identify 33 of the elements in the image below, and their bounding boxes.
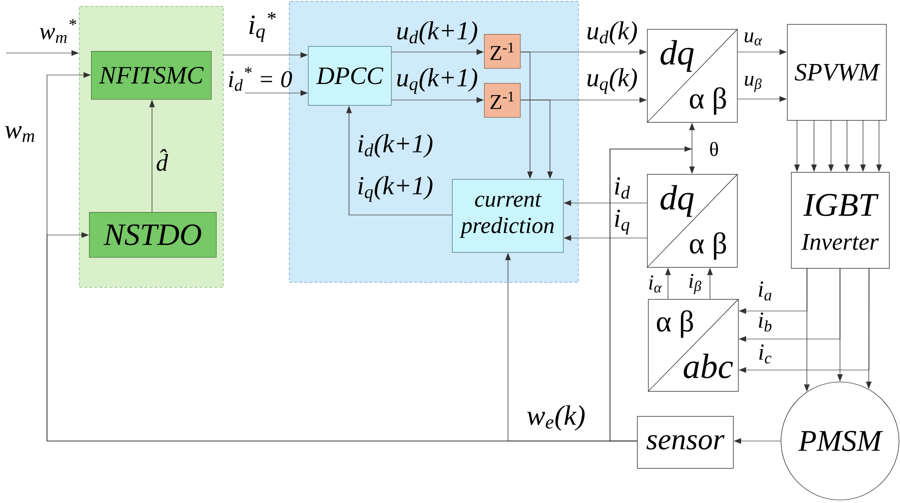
transform-block: dq α β <box>646 28 738 123</box>
edge-label: i$_{q}$ <box>615 210 630 234</box>
edge-label: u$_{d}$(k+1) <box>397 21 478 45</box>
process-box: NSTDO <box>89 212 217 258</box>
process-box: SPVWM <box>787 24 887 121</box>
edge-label: u$_{q}$(k+1) <box>397 68 478 94</box>
delay-block: Z$^{-1}$ <box>484 83 521 118</box>
process-box: current prediction <box>452 179 564 253</box>
edge-label: i$_{d}$(k+1) i$_{q}$(k+1) <box>358 134 432 202</box>
process-box: sensor <box>637 416 734 469</box>
transform-block: α β abc <box>648 298 739 392</box>
edge-label: i$_{β}$ <box>689 274 702 294</box>
edge-label: w$_{e}$(k) <box>527 405 585 431</box>
process-box: IGBT Inverter <box>791 172 890 269</box>
edge-label: i$_{c}$ <box>759 344 772 364</box>
edge-label: u$_{α}$ <box>744 32 762 46</box>
edge-label: w$_{m}$* <box>40 19 76 43</box>
edge-label: θ <box>710 142 718 156</box>
edge-label: d̂ <box>156 149 168 171</box>
edge-label: i$_{a}$ <box>758 281 772 301</box>
process-box: NFITSMC <box>91 51 212 100</box>
edge-label: w$_{m}$ <box>5 126 34 142</box>
transform-block: dq α β <box>646 174 738 268</box>
edge-label: u$_{q}$(k) <box>588 68 637 94</box>
edge-label: i$_{q}$* <box>249 12 276 42</box>
edge-label: i$_{α}$ <box>649 275 662 293</box>
delay-block: Z$^{-1}$ <box>484 34 521 69</box>
edge-label: i$_{b}$ <box>758 312 772 332</box>
edge-label: i$_{d}$$^{*}$ = 0 <box>229 67 292 91</box>
process-box: DPCC <box>308 46 392 106</box>
edge-label: u$_{β}$ <box>744 76 762 92</box>
edge-label: u$_{d}$(k) <box>588 21 637 45</box>
edge-label: i$_{d}$ <box>615 177 630 199</box>
